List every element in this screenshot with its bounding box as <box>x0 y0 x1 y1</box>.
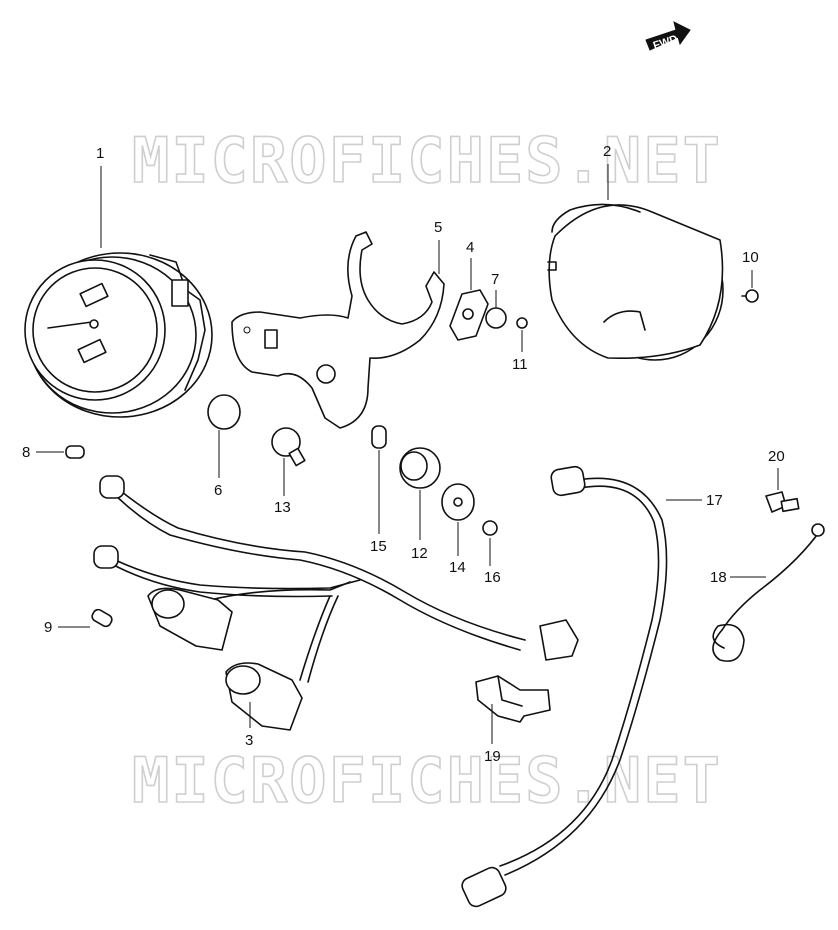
callout-7: 7 <box>491 271 499 308</box>
callout-11: 11 <box>512 330 528 373</box>
part-17-speedometer-cable <box>461 465 668 908</box>
svg-text:5: 5 <box>434 219 442 236</box>
svg-text:6: 6 <box>214 482 222 499</box>
fwd-label: FWD <box>652 33 680 52</box>
part-9-bulb <box>91 608 113 628</box>
svg-text:16: 16 <box>484 569 501 586</box>
svg-text:10: 10 <box>742 249 759 266</box>
svg-text:20: 20 <box>768 448 785 465</box>
part-1-speedometer <box>24 252 213 418</box>
svg-text:13: 13 <box>274 499 291 516</box>
part-5-bracket <box>231 231 445 429</box>
watermark-top: MICROFICHES.NET <box>132 124 722 197</box>
callout-6: 6 <box>214 430 222 499</box>
part-2-meter-case <box>547 203 724 361</box>
callout-14: 14 <box>449 522 466 576</box>
svg-text:18: 18 <box>710 569 727 586</box>
svg-text:2: 2 <box>603 143 611 160</box>
part-14-washer <box>441 483 475 521</box>
part-18-spring <box>712 523 825 662</box>
svg-text:17: 17 <box>706 492 723 509</box>
part-15-bulb <box>371 425 387 449</box>
part-10-screw <box>741 289 759 303</box>
callout-4: 4 <box>466 239 474 290</box>
svg-text:15: 15 <box>370 538 387 555</box>
callout-1: 1 <box>96 145 104 248</box>
part-16-nut <box>482 520 498 536</box>
svg-text:19: 19 <box>484 748 501 765</box>
callout-3: 3 <box>245 702 253 749</box>
callout-5: 5 <box>434 219 442 274</box>
part-13-bulb <box>271 427 306 467</box>
svg-text:4: 4 <box>466 239 474 256</box>
callout-12: 12 <box>411 490 428 562</box>
part-7-washer <box>485 307 507 329</box>
svg-text:14: 14 <box>449 559 466 576</box>
part-6-grommet <box>207 394 241 430</box>
svg-text:1: 1 <box>96 145 104 162</box>
wiring-harness <box>93 475 579 731</box>
callout-8: 8 <box>22 444 64 461</box>
callout-17: 17 <box>666 492 723 509</box>
callout-20: 20 <box>768 448 785 490</box>
part-11-nut <box>516 317 528 329</box>
callout-18: 18 <box>710 569 766 586</box>
svg-text:9: 9 <box>44 619 52 636</box>
callout-19: 19 <box>484 704 501 765</box>
callout-13: 13 <box>274 458 291 516</box>
svg-text:3: 3 <box>245 732 253 749</box>
svg-text:7: 7 <box>491 271 499 288</box>
part-4-socket <box>449 289 489 341</box>
part-8-bulb <box>65 445 85 459</box>
part-20-bolt <box>765 491 800 513</box>
part-12-grommet <box>399 447 441 489</box>
callout-10: 10 <box>742 249 759 288</box>
svg-text:11: 11 <box>512 356 528 373</box>
part-19-clamp <box>475 675 551 723</box>
callout-9: 9 <box>44 619 90 636</box>
watermark-bottom: MICROFICHES.NET <box>132 744 722 817</box>
fwd-arrow-icon: FWD <box>645 21 691 52</box>
svg-text:8: 8 <box>22 444 30 461</box>
callout-2: 2 <box>603 143 611 200</box>
callout-16: 16 <box>484 538 501 586</box>
svg-text:12: 12 <box>411 545 428 562</box>
callout-15: 15 <box>370 450 387 555</box>
